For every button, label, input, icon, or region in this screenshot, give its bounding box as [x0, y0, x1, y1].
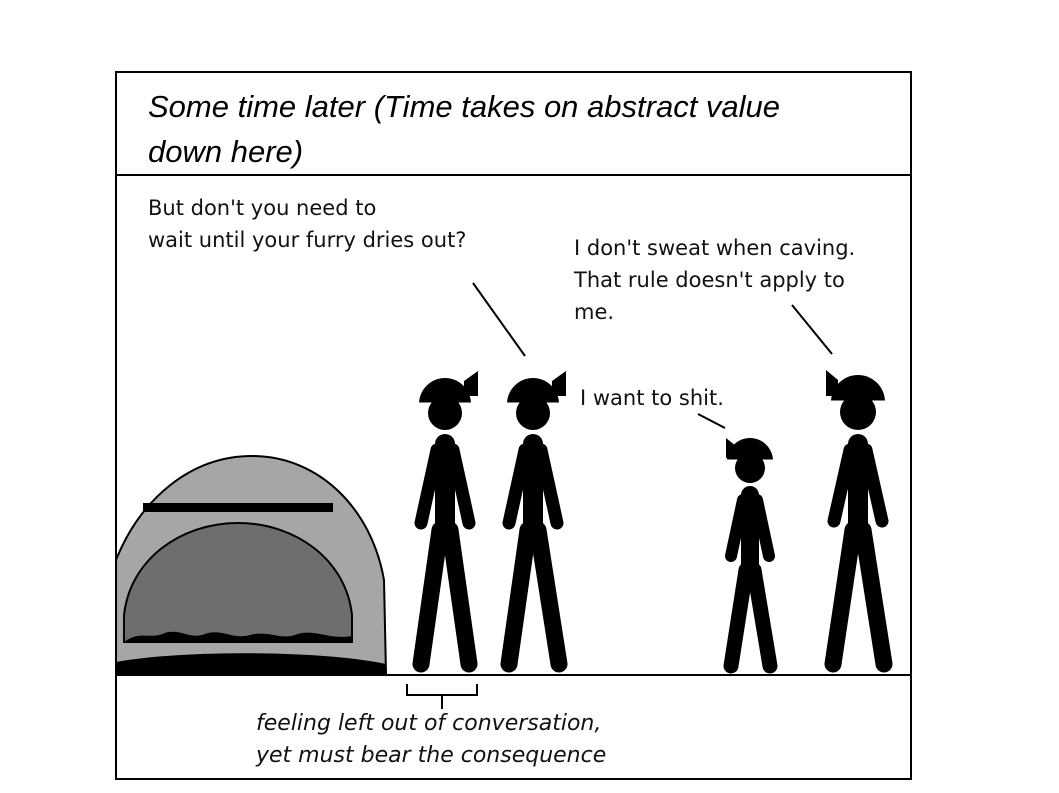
bottom-caption: feeling left out of conversation, yet mu… [256, 711, 607, 768]
speech-caver-3: I want to shit. [580, 386, 724, 410]
speech-caver-4: I don't sweat when caving. That rule doe… [574, 236, 856, 324]
speech-pointer-caver-3 [697, 413, 726, 429]
bracket-marker [406, 684, 478, 709]
caver-figure-2 [500, 371, 568, 673]
top-caption: Some time later (Time takes on abstract … [148, 89, 781, 169]
caption-divider [115, 174, 912, 176]
caver-figure-1 [412, 371, 478, 673]
speech-caver-2: But don't you need to wait until your fu… [148, 196, 467, 252]
ground-line [115, 674, 912, 676]
speech-pointer-caver-2 [472, 282, 526, 357]
caver-figure-3 [723, 438, 778, 674]
tent-icon [115, 454, 388, 675]
speech-pointer-caver-4 [791, 304, 833, 355]
caver-figure-4 [824, 370, 893, 673]
comic-panel [115, 71, 912, 780]
